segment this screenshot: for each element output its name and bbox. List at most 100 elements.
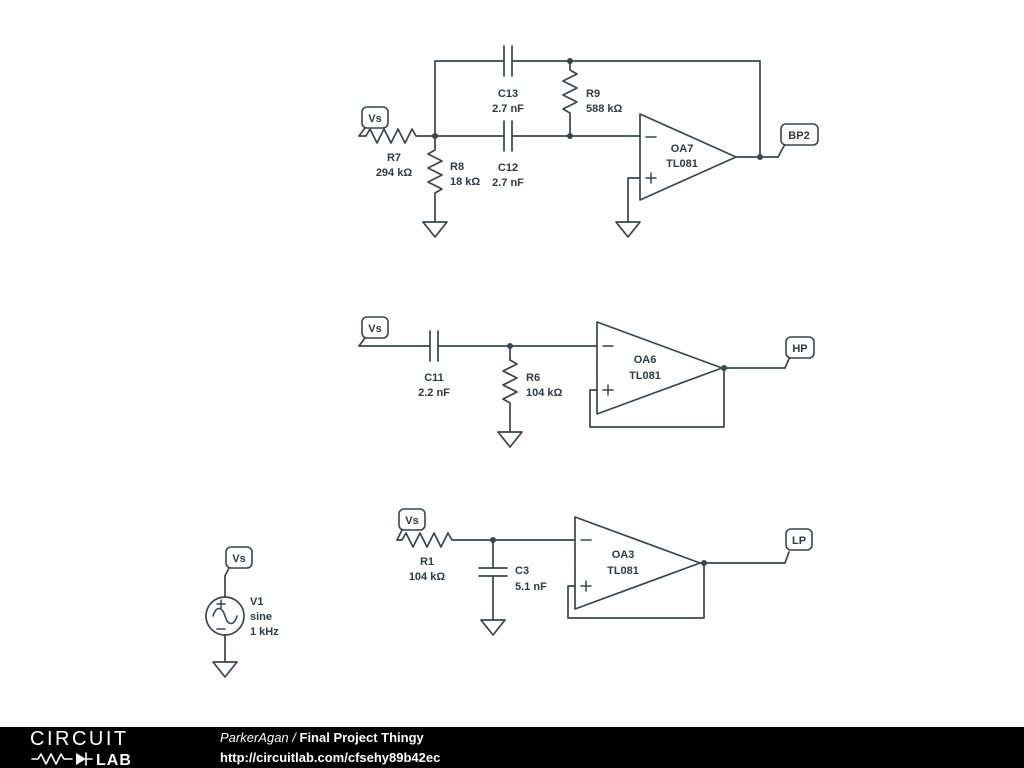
feedback-wire	[434, 60, 761, 158]
noninverting-input-mark	[580, 580, 592, 592]
resistor-r9	[562, 60, 578, 137]
r1-name-label: R1	[420, 556, 434, 568]
attribution-bar: CIRCUIT LAB ParkerAgan / Final Project T…	[0, 727, 1024, 768]
c12-value-label: 2.7 nF	[492, 177, 524, 189]
r8-value-label: 18 kΩ	[450, 176, 480, 188]
c3-name-label: C3	[515, 565, 529, 577]
net-flag-lp: LP	[784, 528, 813, 564]
r7-name-label: R7	[387, 152, 401, 164]
project-byline: ParkerAgan / Final Project Thingy	[220, 728, 440, 748]
net-flag-vs-bandpass: Vs	[358, 106, 389, 137]
feedback-wire	[589, 367, 725, 428]
source-circuit: Vs V1 sine 1 kHz	[205, 546, 279, 678]
flag-label: Vs	[405, 515, 418, 527]
logo-resistor-icon	[31, 752, 73, 765]
project-title: Final Project Thingy	[299, 730, 424, 745]
flag-box	[225, 546, 253, 569]
junction-dot	[507, 343, 513, 349]
resistor-r1	[396, 532, 494, 548]
lowpass-circuit: Vs R1 104 kΩ C3 5.1 nF OA3 TL081 LP	[396, 508, 813, 636]
r1-value-label: 104 kΩ	[409, 571, 446, 583]
flag-lead	[784, 551, 790, 564]
net-flag-bp2: BP2	[777, 123, 819, 158]
noninverting-input-mark	[645, 172, 657, 184]
ground-symbol	[212, 661, 238, 678]
schematic-canvas[interactable]: Vs R7 294 kΩ R8 18 kΩ C12 2.7 nF C13 2.7…	[0, 0, 1024, 727]
project-url[interactable]: http://circuitlab.com/cfsehy89b42ec	[220, 749, 441, 765]
flag-label: HP	[792, 343, 807, 355]
r8-name-label: R8	[450, 161, 464, 173]
oa6-model-label: TL081	[629, 370, 661, 382]
c12-name-label: C12	[498, 162, 518, 174]
ground-symbol	[480, 619, 506, 636]
flag-label: BP2	[788, 130, 809, 142]
c11-name-label: C11	[424, 372, 444, 384]
oa6-name-label: OA6	[634, 354, 657, 366]
logo-circuit-text: CIRCUIT	[30, 729, 129, 750]
noninverting-input-mark	[602, 384, 614, 396]
flag-lead	[358, 337, 366, 347]
logo-diode-bar	[85, 751, 93, 766]
r9-name-label: R9	[586, 88, 600, 100]
oa7-model-label: TL081	[666, 158, 698, 170]
r6-name-label: R6	[526, 372, 540, 384]
feedback-wire	[567, 562, 705, 619]
resistor-r7	[358, 128, 436, 144]
c3-value-label: 5.1 nF	[515, 581, 547, 593]
sine-wave-glyph	[212, 607, 238, 625]
r9-value-label: 588 kΩ	[586, 103, 623, 115]
ground-symbol	[422, 221, 448, 238]
bandpass-circuit: Vs R7 294 kΩ R8 18 kΩ C12 2.7 nF C13 2.7…	[358, 45, 819, 238]
junction-dot	[757, 154, 763, 160]
flag-box	[361, 106, 389, 129]
flag-lead	[396, 529, 403, 541]
junction-dot	[567, 133, 573, 139]
flag-lead	[777, 145, 785, 158]
logo-diode-icon	[76, 752, 86, 765]
flag-lead	[784, 358, 790, 369]
ground-symbol	[615, 221, 641, 238]
flag-box	[361, 316, 389, 339]
capacitor-c13	[503, 45, 513, 77]
flag-lead	[358, 127, 366, 137]
net-flag-hp: HP	[784, 336, 815, 369]
capacitor-c11	[429, 330, 439, 362]
wire	[627, 177, 641, 223]
net-flag-vs-source: Vs	[224, 546, 253, 577]
resistor-r8	[427, 135, 443, 223]
junction-dot	[701, 560, 707, 566]
logo-lab-text: LAB	[96, 752, 132, 767]
net-flag-vs-highpass: Vs	[358, 316, 389, 347]
plus-terminal-mark	[216, 599, 226, 609]
attribution-text: ParkerAgan / Final Project Thingy http:/…	[220, 728, 440, 767]
net-flag-vs-lowpass: Vs	[396, 508, 426, 541]
capacitor-c12	[503, 120, 513, 152]
oa7-name-label: OA7	[671, 143, 694, 155]
r7-value-label: 294 kΩ	[376, 167, 413, 179]
oa3-model-label: TL081	[607, 565, 639, 577]
flag-box	[785, 336, 815, 359]
circuitlab-logo[interactable]: CIRCUIT LAB	[26, 729, 204, 767]
opamp-oa7-body	[639, 113, 737, 201]
c11-value-label: 2.2 nF	[418, 387, 450, 399]
author-name: ParkerAgan /	[220, 730, 300, 745]
flag-box	[785, 528, 813, 551]
v1-name-label: V1	[250, 596, 263, 608]
flag-lead	[224, 567, 230, 577]
v1-frequency-label: 1 kHz	[250, 626, 279, 638]
junction-dot	[490, 537, 496, 543]
junction-dot	[721, 365, 727, 371]
flag-label: Vs	[368, 323, 381, 335]
flag-box	[398, 508, 426, 531]
c13-value-label: 2.7 nF	[492, 103, 524, 115]
v1-waveform-label: sine	[250, 611, 272, 623]
ground-symbol	[497, 431, 523, 448]
highpass-circuit: Vs C11 2.2 nF R6 104 kΩ OA6 TL081 HP	[358, 316, 815, 448]
flag-label: Vs	[232, 553, 245, 565]
capacitor-c3	[478, 567, 508, 577]
flag-label: LP	[792, 535, 806, 547]
junction-dot	[567, 58, 573, 64]
r6-value-label: 104 kΩ	[526, 387, 563, 399]
resistor-r6	[502, 345, 518, 433]
c13-name-label: C13	[498, 88, 518, 100]
